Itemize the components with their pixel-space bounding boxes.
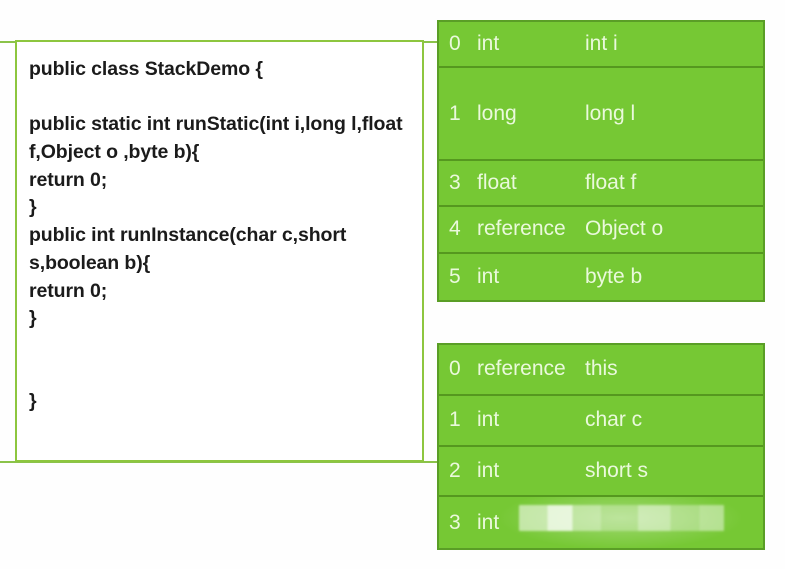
code-panel: public class StackDemo { public static i… [15, 40, 424, 462]
local-variable-slot: 1 long long l [439, 68, 763, 161]
slot-type: float [477, 171, 517, 195]
slot-variable-name: byte b [585, 264, 643, 288]
slot-variable-name: this [585, 357, 618, 381]
connector-line-instance-frame [0, 461, 440, 463]
slot-index: 1 [449, 101, 461, 125]
slot-index: 3 [449, 171, 461, 195]
slot-variable-name: float f [585, 171, 637, 195]
static-method-frame: 0 int int i 1 long long l 3 float float f 4 refere… [437, 20, 765, 302]
local-variable-slot: 0 int int i [439, 22, 763, 69]
slot-variable-name: short s [585, 458, 649, 482]
slot-index: 5 [449, 264, 461, 288]
local-variable-slot: 2 int short s [439, 447, 763, 498]
slot-variable-name: Object o [585, 217, 664, 241]
code-source-text: public class StackDemo { public static i… [29, 58, 403, 413]
slot-index: 0 [449, 357, 461, 381]
slot-index: 1 [449, 408, 461, 432]
local-variable-slot: 0 reference this [439, 345, 763, 396]
slot-index: 4 [449, 217, 461, 241]
local-variable-slot: 3 int [439, 497, 763, 548]
local-variable-slot: 5 int byte b [439, 254, 763, 300]
local-variable-slot: 3 float float f [439, 161, 763, 208]
slot-type: long [477, 101, 517, 125]
redaction-mosaic [519, 505, 724, 532]
slot-variable-name: long l [585, 101, 636, 125]
slot-variable-name: int i [585, 32, 618, 56]
slot-type: int [477, 458, 500, 482]
slot-type: int [477, 32, 500, 56]
slot-index: 0 [449, 32, 461, 56]
slot-type: int [477, 510, 500, 534]
slot-index: 2 [449, 458, 461, 482]
instance-method-frame: 0 reference this 1 int char c 2 int short s 3 int [437, 343, 765, 550]
slot-type: int [477, 408, 500, 432]
slot-type: int [477, 264, 500, 288]
slot-variable-name: char c [585, 408, 643, 432]
slot-type: reference [477, 217, 566, 241]
local-variable-slot: 4 reference Object o [439, 207, 763, 254]
slot-type: reference [477, 357, 566, 381]
local-variable-slot: 1 int char c [439, 396, 763, 447]
slot-index: 3 [449, 510, 461, 534]
